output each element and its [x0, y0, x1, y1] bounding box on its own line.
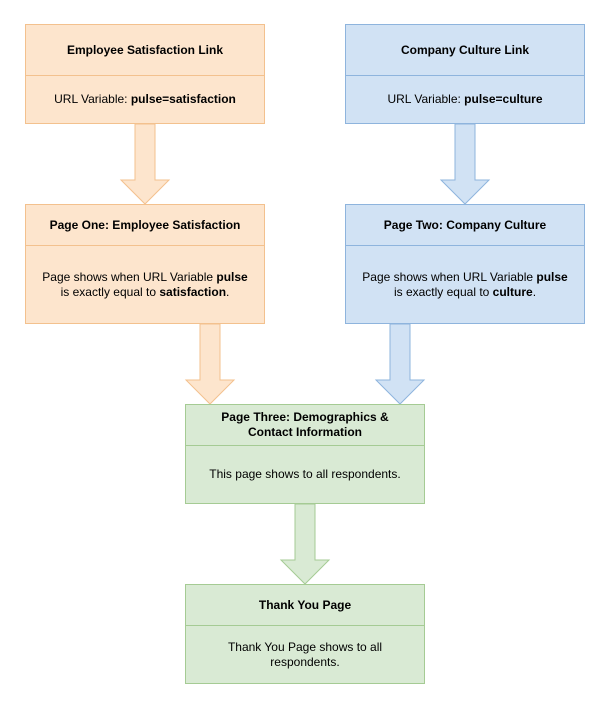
- node-title: Company Culture Link: [400, 42, 529, 57]
- node-body: URL Variable: pulse=satisfaction: [26, 75, 264, 123]
- node-title: Thank You Page: [258, 597, 352, 612]
- node-body: Thank You Page shows to all respondents.: [186, 625, 424, 683]
- node-title: Page One: Employee Satisfaction: [49, 217, 241, 232]
- node-company-culture-link: Company Culture Link URL Variable: pulse…: [345, 24, 585, 124]
- node-page-three: Page Three: Demographics & Contact Infor…: [185, 404, 425, 504]
- node-body: Page shows when URL Variable pulse is ex…: [346, 245, 584, 323]
- node-body: Page shows when URL Variable pulse is ex…: [26, 245, 264, 323]
- node-title: Page Two: Company Culture: [383, 217, 547, 232]
- arrow-page-one-to-page-three: [184, 323, 236, 405]
- node-thank-you-page: Thank You Page Thank You Page shows to a…: [185, 584, 425, 684]
- node-title: Page Three: Demographics & Contact Infor…: [221, 410, 389, 439]
- arrow-employee-link-to-page-one: [119, 123, 171, 205]
- node-employee-satisfaction-link: Employee Satisfaction Link URL Variable:…: [25, 24, 265, 124]
- node-page-two: Page Two: Company Culture Page shows whe…: [345, 204, 585, 324]
- arrow-page-two-to-page-three: [374, 323, 426, 405]
- arrow-culture-link-to-page-two: [439, 123, 491, 205]
- node-body: This page shows to all respondents.: [186, 445, 424, 503]
- node-body: URL Variable: pulse=culture: [346, 75, 584, 123]
- arrow-page-three-to-thank-you: [279, 503, 331, 585]
- node-page-one: Page One: Employee Satisfaction Page sho…: [25, 204, 265, 324]
- node-title: Employee Satisfaction Link: [66, 42, 224, 57]
